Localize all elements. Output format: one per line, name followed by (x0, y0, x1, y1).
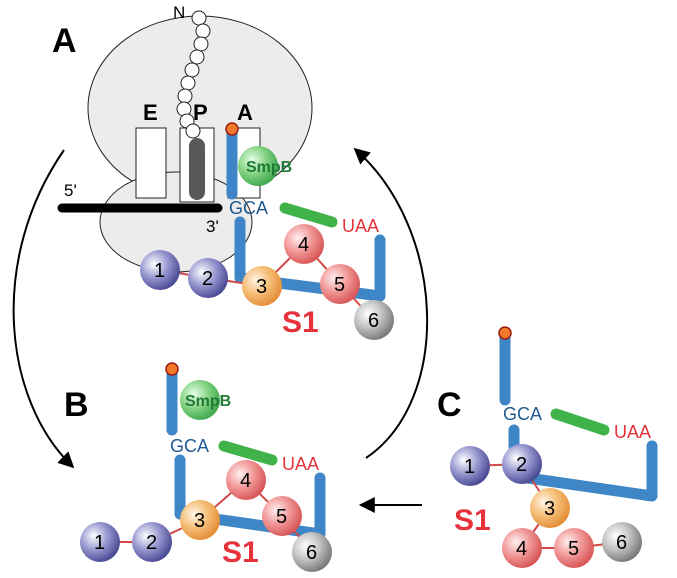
domain-number: 6 (616, 532, 627, 554)
nascent-peptide (176, 10, 211, 139)
domain-circle (530, 488, 570, 528)
domain-circle (132, 522, 172, 562)
alanine-charge (165, 362, 179, 376)
s1-label-a: S1 (282, 306, 319, 339)
n-terminus-label: N (173, 3, 185, 22)
alanine-charge (498, 326, 512, 340)
s1-label-c: S1 (454, 504, 491, 537)
s1-domain-numbers-b: 1 2 3 4 5 6 (94, 470, 317, 564)
smpb-label: SmpB (185, 393, 231, 410)
mrna-3prime-label: 3' (206, 217, 219, 236)
domain-number: 2 (202, 268, 213, 290)
s1-domain-numbers-c: 1 2 3 4 5 6 (464, 454, 627, 560)
domain-number: 6 (368, 310, 379, 332)
cycle-arrows (12, 147, 428, 513)
domain-number: 5 (334, 274, 345, 296)
orf-bar (279, 202, 338, 228)
domain-circle (602, 522, 642, 562)
e-site-label: E (143, 100, 158, 125)
domain-circle (354, 300, 394, 340)
domain-number: 4 (516, 538, 527, 560)
domain-circle (262, 496, 302, 536)
domain-number: 5 (568, 538, 579, 560)
domain-circle (292, 532, 332, 572)
panel-c: 1 2 3 4 5 6 C GCA UAA S1 (437, 326, 658, 568)
tmrna-loop-b (174, 454, 326, 540)
orf-bar (218, 440, 278, 466)
a-site-label: A (237, 100, 253, 125)
uaa-label-b: UAA (282, 454, 319, 474)
tmrna-loop-a (234, 216, 386, 302)
e-site-shape (135, 127, 167, 199)
domain-number: 4 (298, 234, 309, 256)
domain-circle (226, 460, 266, 500)
smpb-protein (238, 146, 278, 186)
domain-circle (554, 528, 594, 568)
s1-domains-b (80, 460, 332, 572)
p-site-label: P (193, 100, 208, 125)
domain-circle (80, 522, 120, 562)
domain-number: 2 (516, 454, 527, 476)
gca-label-b: GCA (170, 436, 209, 456)
domain-number: 3 (256, 276, 267, 298)
panel-a: SmpB 1 2 3 4 5 6 A N E (52, 3, 394, 340)
domain-number: 1 (154, 260, 165, 282)
arrow-a-to-b (12, 149, 75, 469)
domain-circle (450, 446, 490, 486)
domain-number: 2 (146, 532, 157, 554)
domain-number: 3 (544, 498, 555, 520)
domain-number: 4 (240, 470, 251, 492)
p-site-trna (189, 138, 205, 200)
domain-number: 3 (194, 510, 205, 532)
orf-bar (550, 408, 610, 436)
smpb-label: SmpB (246, 159, 292, 176)
domain-circle (242, 266, 282, 306)
domain-number: 5 (276, 506, 287, 528)
domain-circle (180, 500, 220, 540)
gca-label-a: GCA (229, 198, 268, 218)
domain-number: 6 (306, 542, 317, 564)
domain-circle (188, 258, 228, 298)
uaa-label-a: UAA (342, 216, 379, 236)
domain-circle (284, 224, 324, 264)
domain-number: 1 (94, 532, 105, 554)
panel-b: SmpB 1 2 3 4 5 6 B GCA UAA S1 (64, 362, 332, 572)
panel-label-b: B (64, 386, 89, 424)
uaa-label-c: UAA (614, 422, 651, 442)
domain-number: 1 (464, 456, 475, 478)
mrna-5prime-label: 5' (64, 181, 77, 200)
domain-circle (502, 528, 542, 568)
s1-domains-a (140, 224, 394, 340)
domain-circle (502, 444, 542, 484)
gca-label-c: GCA (503, 404, 542, 424)
domain-circle (140, 250, 180, 290)
panel-label-c: C (437, 386, 462, 424)
domain-circle (320, 264, 360, 304)
panel-label-a: A (52, 22, 77, 60)
s1-domain-numbers-a: 1 2 3 4 5 6 (154, 234, 379, 332)
smpb-protein (180, 380, 220, 420)
s1-label-b: S1 (222, 536, 259, 569)
alanine-charge (225, 122, 239, 136)
arrow-b-to-a (353, 147, 428, 459)
s1-domains-c (450, 444, 642, 568)
